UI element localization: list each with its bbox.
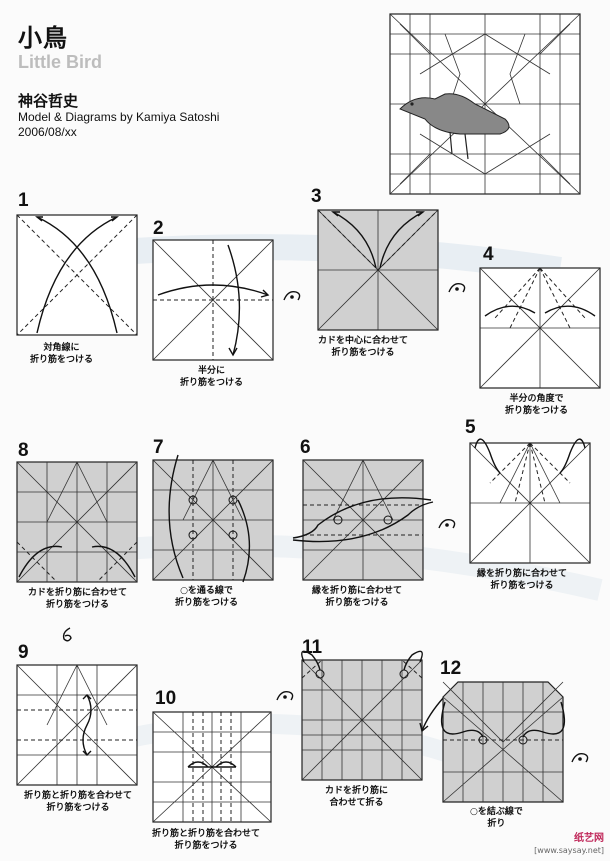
watermark-url: [www.saysay.net] [534, 845, 604, 857]
caption-line: 折り筋をつける [180, 377, 243, 389]
step-6-caption: 縁を折り筋に合わせて 折り筋をつける [312, 585, 402, 609]
step-number: 8 [18, 440, 29, 462]
step-5-caption: 縁を折り筋に合わせて 折り筋をつける [477, 568, 567, 592]
caption-line: 折り [470, 818, 523, 830]
turn-over-icon [275, 688, 297, 704]
step-number: 1 [18, 190, 29, 212]
author-name: 神谷哲史 [18, 90, 78, 111]
step-11-caption: カドを折り筋に 合わせて折る [325, 785, 388, 809]
caption-line: 縁を折り筋に合わせて [477, 568, 567, 580]
step-6-diagram [303, 460, 423, 580]
rotate-icon [60, 626, 74, 644]
step-2-diagram [153, 240, 273, 360]
step-number: 12 [440, 658, 461, 680]
caption-line: カドを中心に合わせて [318, 335, 408, 347]
byline: Model & Diagrams by Kamiya Satoshi 2006/… [18, 110, 219, 140]
caption-line: 折り筋をつける [318, 347, 408, 359]
caption-line: 折り筋をつける [152, 840, 260, 852]
caption-line: 折り筋をつける [24, 802, 132, 814]
step-number: 9 [18, 642, 29, 664]
caption-line: カドを折り筋に合わせて [28, 587, 127, 599]
caption-line: 対角線に [30, 342, 93, 354]
turn-over-icon [437, 516, 459, 532]
caption-line: カドを折り筋に [325, 785, 388, 797]
step-5-diagram [470, 443, 590, 563]
step-12-diagram [443, 682, 563, 802]
turn-over-icon [282, 288, 304, 304]
watermark-site-name: 纸艺网 [534, 833, 604, 845]
step-3-caption: カドを中心に合わせて 折り筋をつける [318, 335, 408, 359]
step-2-caption: 半分に 折り筋をつける [180, 365, 243, 389]
caption-line: 合わせて折る [325, 797, 388, 809]
caption-line: 折り筋をつける [477, 580, 567, 592]
step-number: 5 [465, 417, 476, 439]
step-8-diagram [17, 462, 137, 582]
step-number: 3 [311, 186, 322, 208]
caption-line: 折り筋をつける [175, 597, 238, 609]
bird-crease-pattern-illustration [390, 14, 580, 194]
caption-line: 折り筋をつける [505, 405, 568, 417]
step-3-diagram [318, 210, 438, 330]
caption-line: 折り筋と折り筋を合わせて [24, 790, 132, 802]
step-10-caption: 折り筋と折り筋を合わせて 折り筋をつける [152, 828, 260, 852]
caption-line: 折り筋をつける [30, 354, 93, 366]
caption-line: 折り筋をつける [312, 597, 402, 609]
step-9-caption: 折り筋と折り筋を合わせて 折り筋をつける [24, 790, 132, 814]
step-7-caption: ○を通る線で 折り筋をつける [175, 585, 238, 609]
caption-line: 半分に [180, 365, 243, 377]
caption-line: ○を通る線で [175, 585, 238, 597]
step-9-diagram [17, 665, 137, 785]
watermark: 纸艺网 [www.saysay.net] [534, 833, 604, 857]
step-number: 6 [300, 437, 311, 459]
step-7-diagram [153, 460, 273, 580]
turn-over-icon [570, 750, 592, 766]
step-4-caption: 半分の角度で 折り筋をつける [505, 393, 568, 417]
step-number: 4 [483, 244, 494, 266]
turn-over-icon [447, 280, 469, 296]
title-english: Little Bird [18, 52, 102, 73]
step-10-diagram [153, 712, 271, 822]
step-number: 10 [155, 688, 176, 710]
step-8-caption: カドを折り筋に合わせて 折り筋をつける [28, 587, 127, 611]
title-japanese: 小鳥 [18, 18, 68, 53]
date-line: 2006/08/xx [18, 125, 219, 140]
caption-line: 半分の角度で [505, 393, 568, 405]
caption-line: 縁を折り筋に合わせて [312, 585, 402, 597]
step-12-caption: ○を結ぶ線で 折り [470, 806, 523, 830]
step-1-caption: 対角線に 折り筋をつける [30, 342, 93, 366]
step-4-diagram [480, 268, 600, 388]
credit-line: Model & Diagrams by Kamiya Satoshi [18, 110, 219, 125]
step-number: 7 [153, 437, 164, 459]
step-1-diagram [17, 215, 137, 335]
step-number: 2 [153, 218, 164, 240]
caption-line: 折り筋と折り筋を合わせて [152, 828, 260, 840]
caption-line: 折り筋をつける [28, 599, 127, 611]
caption-line: ○を結ぶ線で [470, 806, 523, 818]
step-11-diagram [302, 660, 422, 780]
